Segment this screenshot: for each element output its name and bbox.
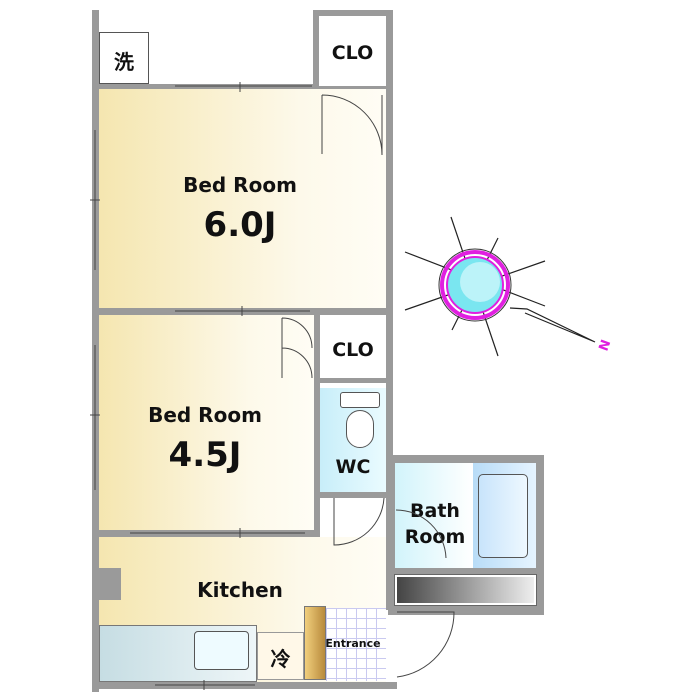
bedroom-6j-name: Bed Room bbox=[183, 173, 297, 197]
closet-1-label: CLO bbox=[331, 42, 374, 64]
wall-wc-bottom bbox=[318, 492, 390, 498]
bedroom-4-5j bbox=[99, 315, 314, 530]
bath-room bbox=[395, 463, 473, 568]
shoe-cabinet bbox=[304, 606, 326, 680]
bath-label-1: Bath bbox=[410, 500, 460, 522]
bath-label-2: Room bbox=[404, 526, 466, 548]
bedroom-4-5j-size: 4.5J bbox=[168, 435, 242, 475]
bedroom-4-5j-name: Bed Room bbox=[148, 403, 262, 427]
wc-label: WC bbox=[335, 456, 371, 478]
kitchen-label: Kitchen bbox=[197, 578, 283, 602]
wall-bed2-right bbox=[314, 315, 320, 537]
bedroom-6j-size: 6.0J bbox=[203, 205, 277, 245]
laundry-label: 洗 bbox=[114, 50, 134, 74]
closet-1 bbox=[319, 16, 386, 86]
closet-wall-top bbox=[313, 10, 393, 16]
closet-2 bbox=[320, 315, 386, 383]
entrance bbox=[326, 608, 386, 681]
closet-wall-left bbox=[313, 10, 319, 90]
laundry-space bbox=[99, 32, 149, 84]
toilet-icon bbox=[340, 392, 380, 452]
storage-shelf bbox=[394, 574, 537, 606]
pillar-kitchen bbox=[99, 568, 121, 600]
sink-icon bbox=[194, 631, 249, 670]
fridge-label: 冷 bbox=[270, 647, 291, 671]
entrance-label: Entrance bbox=[325, 637, 381, 650]
closet-2-label: CLO bbox=[332, 339, 374, 361]
bathtub-icon bbox=[478, 474, 528, 558]
fridge-space bbox=[257, 632, 304, 680]
bedroom-6j bbox=[99, 89, 386, 308]
